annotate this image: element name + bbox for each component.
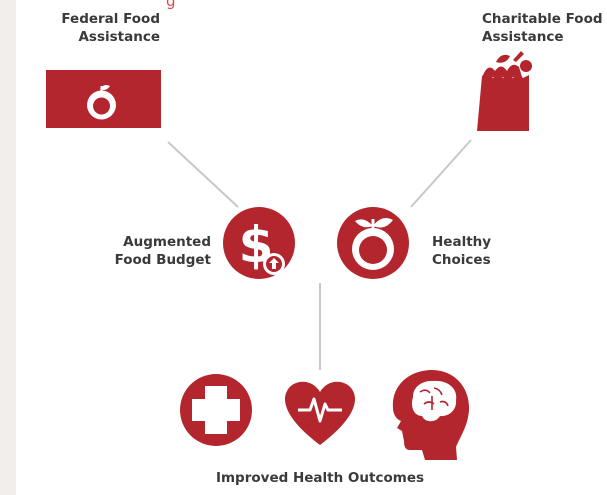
federal-label-line-2: Assistance (78, 29, 160, 45)
medical-cross-icon (180, 374, 252, 446)
charitable-food-assistance-label: Charitable Food Assistance (482, 10, 603, 46)
charitable-label-line-2: Assistance (482, 29, 564, 45)
apple-flag-icon (46, 70, 161, 128)
cropped-header-fragment: g (166, 0, 176, 10)
improved-health-outcomes-label: Improved Health Outcomes (215, 470, 425, 486)
healthy-label-line-1: Healthy (432, 234, 492, 250)
federal-label-line-1: Federal Food (61, 11, 160, 27)
charitable-label-line-1: Charitable Food (482, 11, 603, 27)
diagram-graphics: $ (46, 51, 532, 460)
brain-head-icon (392, 370, 470, 460)
connector-charitable-to-healthy (410, 139, 472, 208)
healthy-choices-label: Healthy Choices (432, 233, 491, 269)
budget-label-line-2: Food Budget (114, 252, 211, 268)
federal-food-assistance-label: Federal Food Assistance (61, 10, 160, 46)
diagram-canvas: g $ (16, 0, 607, 495)
healthy-label-line-2: Choices (432, 252, 491, 268)
connector-federal-to-budget (167, 141, 239, 208)
grocery-bag-icon (477, 51, 532, 131)
apple-circle-icon (337, 207, 409, 279)
augmented-food-budget-label: Augmented Food Budget (115, 233, 211, 269)
dollar-up-arrow-icon: $ (223, 207, 295, 279)
heart-pulse-icon (284, 381, 356, 445)
budget-label-line-1: Augmented (123, 234, 211, 250)
